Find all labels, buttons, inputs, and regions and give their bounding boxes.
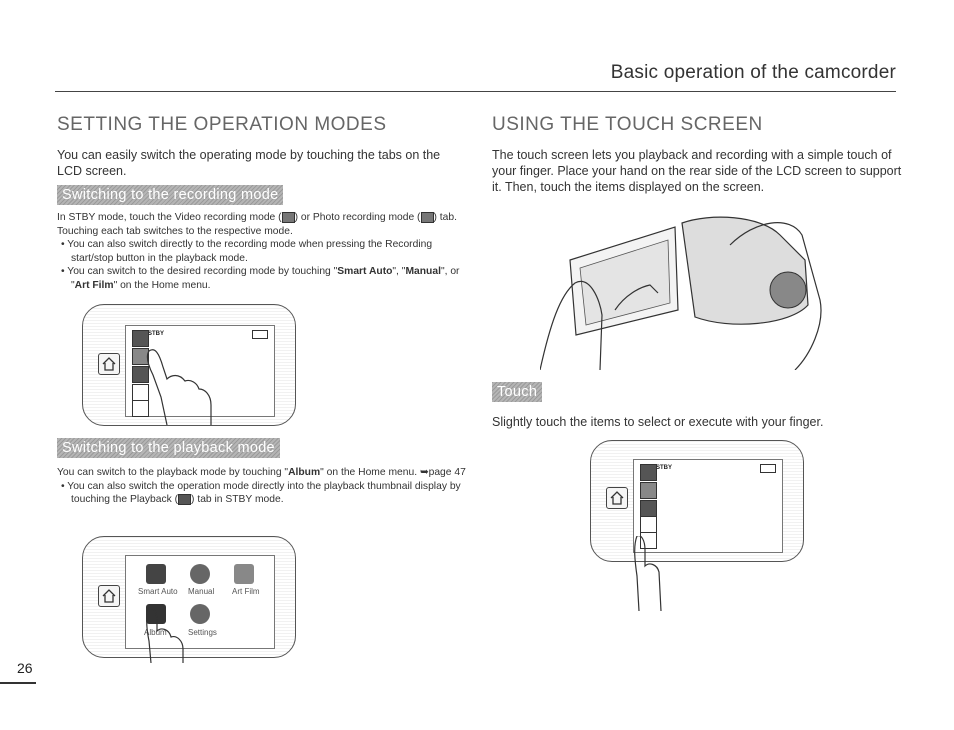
play-bullet-b: ) tab in STBY mode. (191, 494, 284, 505)
finger-icon (146, 607, 184, 663)
home-icon (102, 589, 116, 603)
rec-bullet-2-a: You can switch to the desired recording … (67, 266, 338, 277)
rec-bullet-1: • You can also switch directly to the re… (61, 239, 433, 264)
playback-mode-text: You can switch to the playback mode by t… (57, 466, 467, 507)
finger-icon (634, 536, 662, 611)
rec-bullet-2-d: " on the Home menu. (113, 279, 211, 291)
smart-auto-label: Smart Auto (337, 266, 393, 277)
photo-tab-icon (420, 211, 434, 223)
lcd-screen: STBY (125, 325, 275, 417)
art-film-icon (234, 564, 254, 584)
page-number-rule (0, 682, 36, 684)
play-bullet-1: • You can also switch the operation mode… (61, 480, 461, 506)
play-text-a: You can switch to the playback mode by t… (57, 467, 289, 478)
home-icon (102, 357, 116, 371)
home-menu-screen: Smart Auto Manual Art Film Album Setting… (125, 555, 275, 649)
page-header-title: Basic operation of the camcorder (610, 62, 896, 83)
page-reference: ➥page 47 (419, 467, 466, 478)
smart-auto-icon (146, 564, 166, 584)
art-film-label: Art Film (74, 279, 114, 291)
battery-icon (252, 330, 268, 339)
menu-label-smart-auto: Smart Auto (138, 587, 178, 596)
touch-text: Slightly touch the items to select or ex… (492, 415, 824, 429)
manual-icon (190, 564, 210, 584)
play-bullet-a: You can also switch the operation mode d… (67, 480, 461, 506)
page-number: 26 (17, 660, 33, 676)
video-mode-tab (640, 464, 657, 481)
recording-mode-text: In STBY mode, touch the Video recording … (57, 211, 467, 292)
photo-mode-tab (132, 348, 149, 365)
rec-text-part1: In STBY mode, touch the Video recording … (57, 212, 282, 223)
video-mode-tab (132, 330, 149, 347)
lcd-illustration-touch: STBY (590, 440, 804, 611)
settings-icon (190, 604, 210, 624)
recording-mode-banner: Switching to the recording mode (57, 185, 284, 205)
rec-bullet-2-b: ", " (392, 266, 406, 277)
menu-label-art-film: Art Film (232, 587, 260, 596)
stby-status-right: STBY (656, 465, 673, 471)
touch-banner: Touch (492, 382, 543, 402)
rec-bullet-1-text: You can also switch directly to the reco… (67, 239, 433, 264)
lcd-illustration-home-menu: Smart Auto Manual Art Film Album Setting… (82, 536, 296, 663)
video-tab-icon (281, 211, 295, 223)
camcorder-hands-illustration (540, 205, 840, 370)
header-rule (55, 91, 896, 92)
playback-tab-icon (132, 400, 149, 417)
rec-text-part2: ) or Photo recording mode ( (294, 212, 421, 223)
menu-label-settings: Settings (188, 628, 217, 637)
home-button-3 (606, 487, 628, 509)
section-heading-touch-screen: USING THE TOUCH SCREEN (492, 114, 763, 135)
photo-mode-tab (640, 482, 657, 499)
camera-tab (132, 366, 149, 383)
battery-icon (760, 464, 776, 473)
rec-text-part3: ) tab. Touching each tab switches to the… (57, 212, 457, 237)
album-label: Album (288, 467, 321, 478)
play-text-b: " on the Home menu. (320, 467, 418, 478)
finger-icon (146, 349, 212, 425)
rec-bullet-2-c: ", or " (71, 266, 460, 291)
manual-label: Manual (405, 266, 441, 277)
zoom-tab-icon (640, 516, 657, 533)
stby-status: STBY (148, 331, 165, 337)
lcd-screen-touch: STBY (633, 459, 783, 553)
playback-tab-inline-icon (178, 493, 192, 505)
section-heading-operation-modes: SETTING THE OPERATION MODES (57, 114, 387, 135)
menu-label-album: Album (144, 628, 167, 637)
home-button (98, 353, 120, 375)
home-icon (610, 491, 624, 505)
camera-tab (640, 500, 657, 517)
touch-screen-intro: The touch screen lets you playback and r… (492, 148, 902, 194)
lcd-illustration-recording: STBY (82, 304, 296, 426)
rec-bullet-2: • You can switch to the desired recordin… (61, 266, 460, 291)
operation-modes-intro: You can easily switch the operating mode… (57, 148, 441, 178)
playback-mode-banner: Switching to the playback mode (57, 438, 280, 458)
menu-label-manual: Manual (188, 587, 215, 596)
home-button-2 (98, 585, 120, 607)
